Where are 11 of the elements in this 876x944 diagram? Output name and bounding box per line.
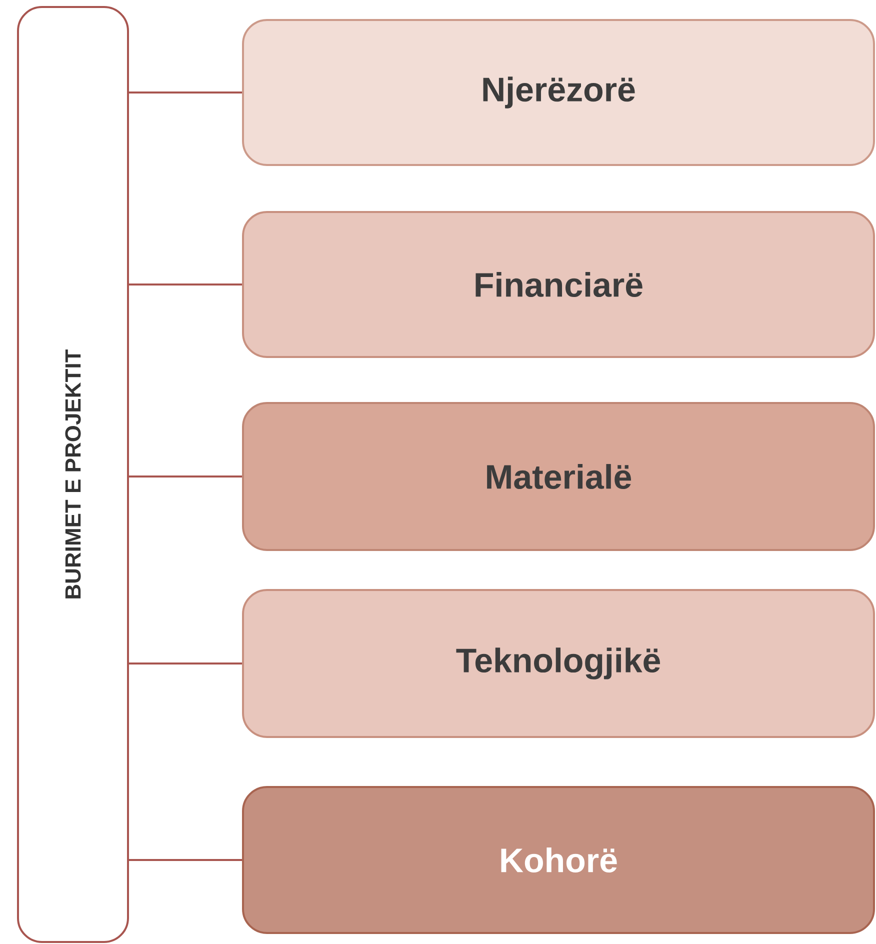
connector-line bbox=[129, 859, 242, 861]
connector-line bbox=[129, 92, 242, 94]
resource-box: Materialë bbox=[242, 402, 875, 551]
resource-box: Financiarë bbox=[242, 211, 875, 358]
resource-box: Teknologjikë bbox=[242, 589, 875, 738]
resource-box: Kohorë bbox=[242, 786, 875, 934]
category-bar: BURIMET E PROJEKTIT bbox=[17, 6, 129, 943]
connector-line bbox=[129, 476, 242, 478]
resource-box: Njerëzorë bbox=[242, 19, 875, 166]
connector-line bbox=[129, 284, 242, 286]
connector-line bbox=[129, 662, 242, 664]
